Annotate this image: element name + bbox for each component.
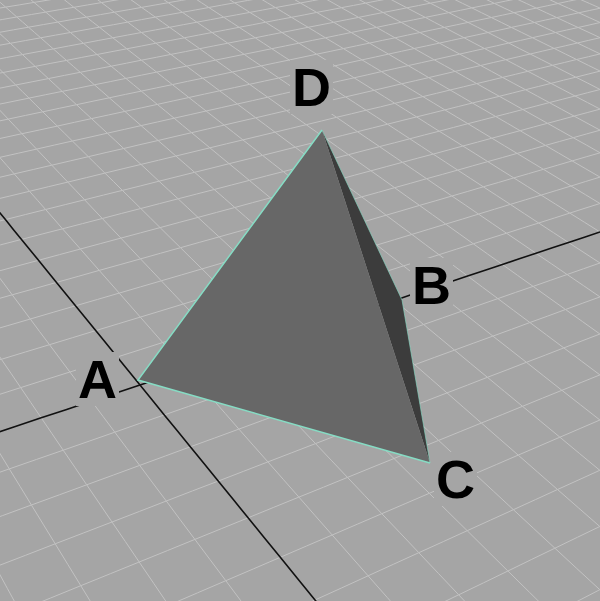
grid-line — [374, 0, 600, 585]
grid-line — [458, 0, 600, 482]
grid-line — [30, 0, 600, 601]
grid-line — [479, 0, 600, 449]
grid-line — [59, 0, 600, 601]
grid-line — [489, 0, 600, 447]
grid-line — [0, 0, 600, 549]
grid-line — [129, 0, 600, 601]
tetrahedron — [138, 130, 430, 463]
grid-line — [0, 7, 600, 601]
grid-line — [0, 0, 600, 530]
grid-line — [0, 0, 600, 499]
grid-line — [45, 0, 600, 601]
grid-line — [0, 0, 509, 601]
grid-line — [396, 0, 600, 562]
vertex-label: D — [290, 60, 333, 114]
grid-line — [469, 0, 600, 465]
edge-outline — [138, 130, 430, 463]
grid-line — [88, 0, 600, 601]
grid-line — [0, 0, 179, 601]
vertex-label: A — [76, 352, 119, 406]
front-face — [138, 130, 430, 463]
grid-line — [116, 0, 600, 601]
grid-line — [73, 0, 600, 601]
grid-line — [0, 15, 600, 601]
grid-line — [15, 0, 600, 601]
grid-line — [438, 0, 600, 502]
grid-line — [448, 0, 600, 484]
grid-line — [406, 0, 600, 541]
grid-line — [102, 0, 600, 601]
vertex-label: C — [434, 452, 477, 506]
vertex-label: B — [410, 258, 453, 312]
grid-line — [385, 0, 600, 583]
grid-line — [0, 0, 600, 582]
